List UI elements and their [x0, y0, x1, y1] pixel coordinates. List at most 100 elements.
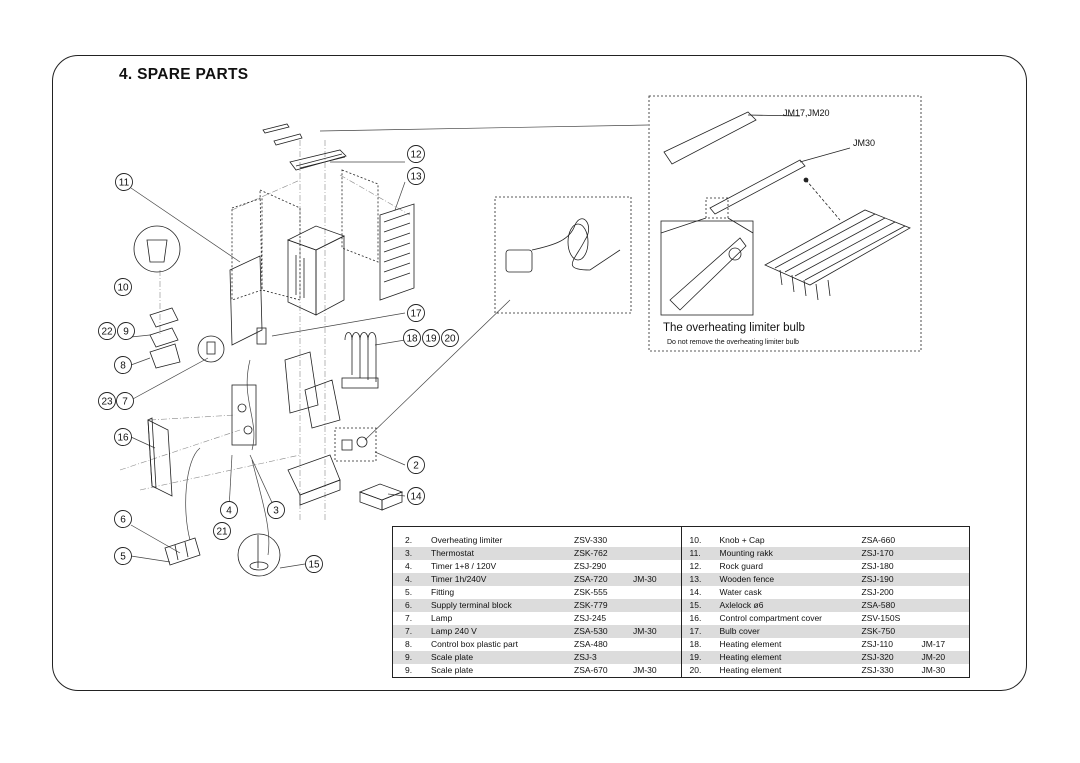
part-name: Overheating limiter: [431, 535, 503, 545]
callout-circle: [267, 501, 285, 519]
callout-number: 10: [117, 283, 129, 294]
callout-circle: [114, 428, 132, 446]
callout-circle: [407, 145, 425, 163]
part-code: ZSA-670: [574, 665, 608, 675]
callout-circle: [114, 356, 132, 374]
part-code: ZSA-480: [574, 639, 608, 649]
bulb-cover-part: [256, 327, 267, 345]
part-model: JM-30: [633, 626, 657, 636]
callout-circle: [114, 547, 132, 565]
part-name: Heating element: [719, 665, 782, 675]
part-name: Wooden fence: [719, 574, 775, 584]
callout-circle: [407, 456, 425, 474]
callout-number: 11: [119, 178, 130, 189]
part-name: Supply terminal block: [431, 600, 512, 610]
part-code: ZSA-660: [861, 535, 896, 545]
part-name: Heating element: [719, 652, 782, 662]
callout-circle: [114, 510, 132, 528]
stove-body-part: [286, 225, 346, 316]
part-no: 8.: [405, 639, 413, 649]
part-name: Heating element: [719, 639, 782, 649]
part-code: ZSJ-200: [861, 587, 894, 597]
part-no: 6.: [405, 600, 413, 610]
lamp-part: [197, 335, 225, 363]
part-code: ZSK-779: [574, 600, 608, 610]
guide-lines: [130, 124, 649, 569]
part-no: 15.: [689, 600, 702, 610]
part-no: 4.: [405, 561, 413, 571]
callout-number: 15: [308, 560, 320, 571]
callout-circle: [403, 329, 421, 347]
callout-circle: [98, 322, 116, 340]
callout-circle: [407, 304, 425, 322]
part-code: ZSV-330: [574, 535, 608, 545]
part-code: ZSJ-245: [574, 613, 607, 623]
part-name: Control compartment cover: [719, 613, 823, 623]
callout-number: 12: [410, 150, 422, 161]
callout-number: 13: [410, 172, 422, 183]
part-name: Bulb cover: [719, 626, 760, 636]
part-name: Scale plate: [431, 665, 474, 675]
page-frame: [52, 55, 1027, 691]
callout-number: 14: [410, 492, 422, 503]
part-code: ZSJ-3: [574, 652, 597, 662]
callout-circle: [116, 392, 134, 410]
part-model: JM-30: [633, 665, 657, 675]
callout-number: 4: [226, 506, 232, 517]
part-code: ZSJ-180: [861, 561, 894, 571]
part-no: 5.: [405, 587, 413, 597]
part-code: ZSJ-110: [861, 639, 894, 649]
part-name: Scale plate: [431, 652, 474, 662]
part-no: 7.: [405, 613, 413, 623]
part-code: ZSJ-190: [861, 574, 894, 584]
inset-model-label: JM17,JM20: [783, 108, 830, 118]
part-no: 4.: [405, 574, 413, 584]
part-name: Mounting rakk: [719, 548, 773, 558]
part-code: ZSK-762: [574, 548, 608, 558]
part-no: 11.: [689, 548, 701, 558]
terminal-block-part: [164, 537, 201, 566]
part-code: ZSA-720: [574, 574, 608, 584]
callout-number: 2: [413, 461, 419, 472]
part-model: JM-30: [921, 665, 946, 675]
part-no: 7.: [405, 626, 413, 636]
wooden-fence-part: [341, 169, 415, 301]
inset-model-label: JM30: [853, 138, 876, 148]
part-name: Water cask: [719, 587, 762, 597]
callout-number: 21: [216, 527, 228, 538]
part-no: 3.: [405, 548, 413, 558]
part-no: 14.: [689, 587, 702, 597]
part-model: JM-20: [921, 652, 946, 662]
parts-row: 6. Supply terminal block ZSK-779: [393, 599, 681, 612]
part-no: 18.: [689, 639, 702, 649]
rock-guard-rack-detail: [764, 209, 911, 301]
part-name: Timer 1h/240V: [431, 574, 487, 584]
scale-plate-part: [149, 307, 181, 369]
callout-circle: [114, 278, 132, 296]
limiter-detail-box: [494, 196, 632, 314]
callout-circle: [115, 173, 133, 191]
axlelock-part: [237, 533, 281, 577]
part-no: 13.: [689, 574, 702, 584]
part-name: Rock guard: [719, 561, 763, 571]
callout-circle: [407, 167, 425, 185]
part-name: Lamp 240 V: [431, 626, 477, 636]
water-cask-part: [358, 483, 404, 511]
callout-circle: [213, 522, 231, 540]
